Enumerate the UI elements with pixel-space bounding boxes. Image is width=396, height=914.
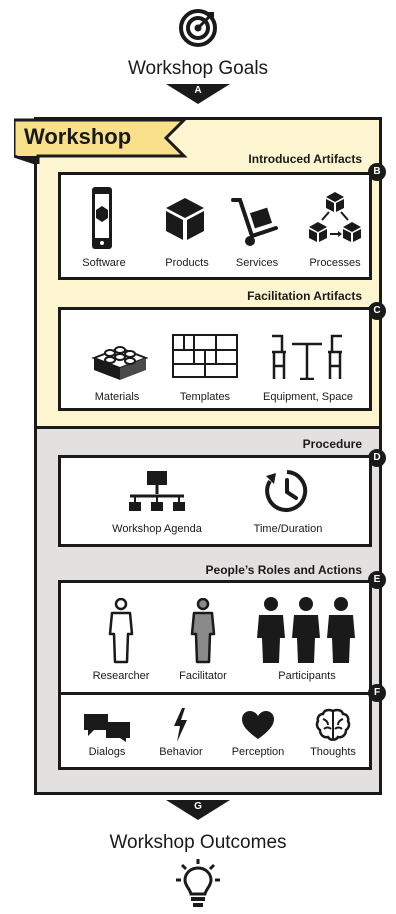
cube-icon — [166, 198, 204, 240]
person-outline-icon — [108, 598, 134, 664]
item-templates: Templates — [179, 391, 231, 403]
item-materials: Materials — [94, 391, 140, 403]
introduced-badge: B — [368, 163, 386, 181]
smartphone-icon — [92, 187, 112, 249]
facilitation-heading: Facilitation Artifacts — [247, 289, 362, 303]
roles-divider — [58, 692, 372, 695]
item-services: Services — [235, 257, 279, 269]
item-software: Software — [82, 257, 126, 269]
lightning-icon — [174, 708, 187, 742]
lightbulb-icon — [176, 859, 220, 907]
roles-box — [58, 580, 372, 770]
hand-truck-icon — [231, 198, 278, 246]
people-group-icon — [257, 597, 355, 663]
roles-badge: E — [368, 571, 386, 589]
item-workshop-agenda: Workshop Agenda — [112, 523, 202, 535]
item-facilitator: Facilitator — [179, 670, 227, 682]
outcomes-arrow — [166, 800, 230, 820]
procedure-badge: D — [368, 449, 386, 467]
item-time-duration: Time/Duration — [253, 523, 323, 535]
procedure-box — [58, 455, 372, 547]
process-cubes-icon — [309, 192, 361, 242]
workshop-title: Workshop — [24, 124, 132, 149]
procedure-heading: Procedure — [302, 437, 362, 451]
item-participants: Participants — [278, 670, 336, 682]
item-researcher: Researcher — [92, 670, 150, 682]
item-perception: Perception — [231, 746, 285, 758]
target-icon — [179, 9, 217, 47]
outcomes-title: Workshop Outcomes — [109, 832, 287, 853]
item-thoughts: Thoughts — [310, 746, 356, 758]
introduced-heading: Introduced Artifacts — [248, 152, 362, 166]
bricks-icon — [91, 346, 148, 380]
clock-icon — [265, 470, 308, 512]
template-grid-icon — [172, 334, 238, 378]
person-grey-icon — [190, 598, 216, 664]
facilitation-badge: C — [368, 302, 386, 320]
item-dialogs: Dialogs — [88, 746, 126, 758]
org-chart-icon — [129, 471, 185, 511]
goals-arrow-label: A — [194, 85, 202, 96]
roles-heading: People’s Roles and Actions — [205, 563, 362, 577]
actions-badge: F — [368, 684, 386, 702]
speech-bubbles-icon — [84, 714, 130, 742]
heart-icon — [242, 711, 274, 739]
item-products: Products — [165, 257, 209, 269]
item-behavior: Behavior — [159, 746, 203, 758]
brain-icon — [315, 708, 351, 741]
goals-title: Workshop Goals — [127, 58, 269, 79]
goals-arrow — [166, 84, 230, 104]
workshop-banner — [14, 118, 188, 164]
table-chairs-icon — [272, 334, 342, 380]
item-processes: Processes — [309, 257, 361, 269]
item-equipment-space: Equipment, Space — [263, 391, 353, 403]
outcomes-arrow-label: G — [194, 801, 202, 812]
